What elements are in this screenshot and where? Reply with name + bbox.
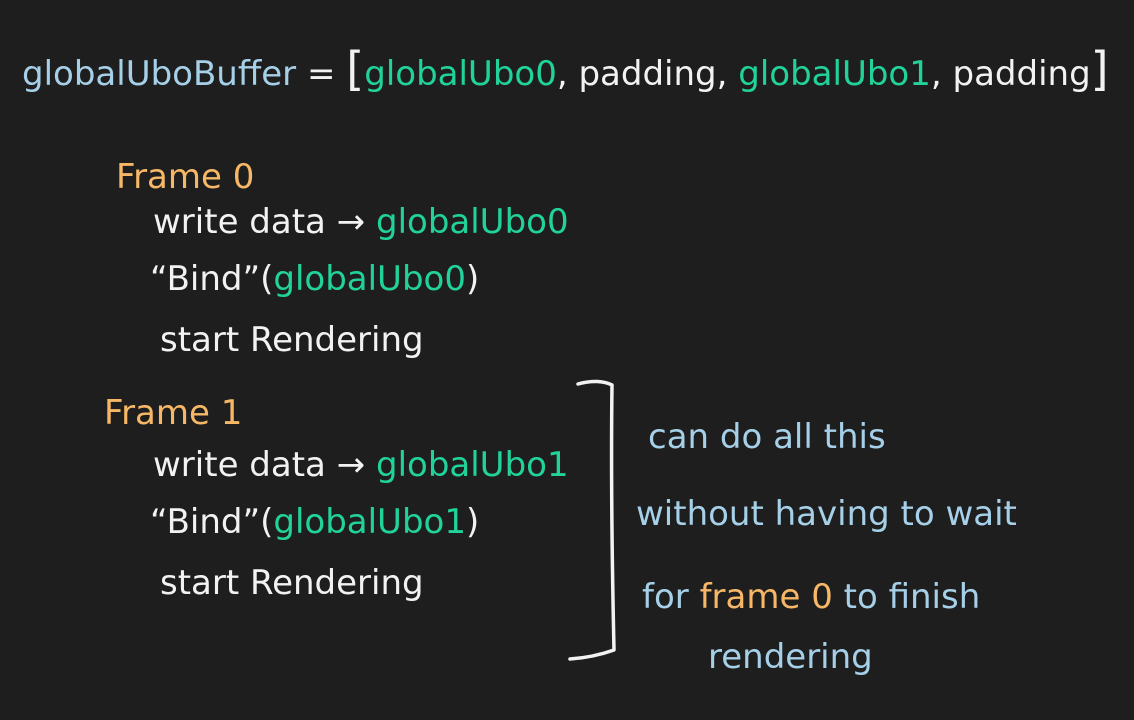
open-bracket: [ xyxy=(346,42,365,96)
frame0-write-step: write data → globalUbo0 xyxy=(153,205,569,239)
frame0-render-step: start Rendering xyxy=(160,320,424,360)
note-text: for xyxy=(642,577,700,617)
write-target: globalUbo1 xyxy=(375,445,569,485)
note-line-1: can do all this xyxy=(648,417,886,457)
frame1-render-step: start Rendering xyxy=(160,563,424,603)
buffer-name: globalUboBuffer xyxy=(22,54,297,94)
note-text: to finish xyxy=(832,577,981,617)
separator: , xyxy=(716,54,739,94)
frame1-write-step: write data → globalUbo1 xyxy=(153,448,569,482)
frame1-title: Frame 1 xyxy=(104,393,243,433)
bind-label: “Bind”( xyxy=(150,259,274,299)
bind-close-paren: ) xyxy=(465,259,480,299)
bind-close-paren: ) xyxy=(465,502,480,542)
buffer-item-padding: padding xyxy=(578,54,717,94)
note-line-2: without having to wait xyxy=(636,494,1017,534)
buffer-item-padding: padding xyxy=(952,54,1091,94)
separator: , xyxy=(930,54,953,94)
equals-sign: = xyxy=(296,54,347,94)
write-target: globalUbo0 xyxy=(375,202,569,242)
buffer-definition: globalUboBuffer = [globalUbo0, padding, … xyxy=(22,46,1109,92)
note-line-3: for frame 0 to finish xyxy=(642,580,980,614)
bind-argument: globalUbo0 xyxy=(273,259,466,299)
separator: , xyxy=(556,54,579,94)
bind-label: “Bind”( xyxy=(150,502,274,542)
frame1-bind-step: “Bind”(globalUbo1) xyxy=(150,505,479,539)
note-frame-highlight: frame 0 xyxy=(699,577,833,617)
write-label: write data → xyxy=(153,445,376,485)
buffer-item-ubo0: globalUbo0 xyxy=(364,54,557,94)
note-line-4: rendering xyxy=(708,637,873,677)
write-label: write data → xyxy=(153,202,376,242)
close-bracket: ] xyxy=(1090,42,1109,96)
bind-argument: globalUbo1 xyxy=(273,502,466,542)
frame0-title: Frame 0 xyxy=(116,157,255,197)
frame0-bind-step: “Bind”(globalUbo0) xyxy=(150,262,479,296)
buffer-item-ubo1: globalUbo1 xyxy=(738,54,931,94)
